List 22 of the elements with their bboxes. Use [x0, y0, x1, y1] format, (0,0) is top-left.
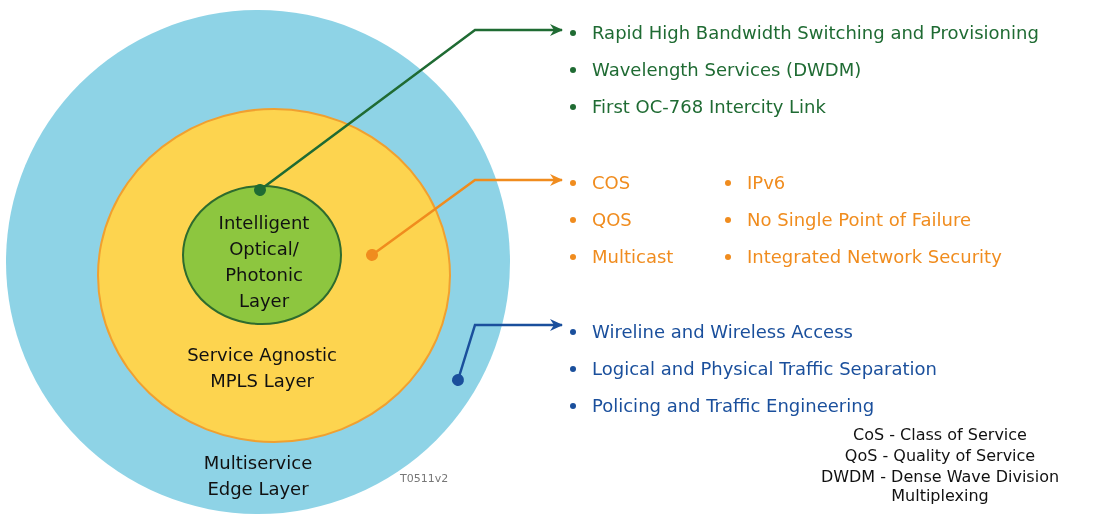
list-item: COS [592, 171, 631, 195]
leader-arrow [254, 24, 563, 196]
list-item: No Single Point of Failure [747, 208, 971, 232]
layer-label: Intelligent Optical/ Photonic Layer [217, 211, 311, 313]
leader-arrow [452, 319, 563, 386]
list-item: Logical and Physical Traffic Separation [592, 357, 937, 381]
list-item: Multicast [592, 245, 674, 269]
layer-label: Service Agnostic MPLS Layer [186, 343, 338, 393]
abbreviation-note: DWDM - Dense Wave Division Multiplexing [819, 467, 1061, 505]
figure-code: T0511v2 [400, 472, 450, 485]
abbreviation-note: CoS - Class of Service [852, 425, 1028, 444]
leader-arrow [366, 174, 563, 261]
list-item: Rapid High Bandwidth Switching and Provisioning [592, 21, 1039, 45]
list-item: Integrated Network Security [747, 245, 1002, 269]
list-item: Wavelength Services (DWDM) [592, 58, 862, 82]
list-item: First OC-768 Intercity Link [592, 95, 826, 119]
layer-label: Multiservice Edge Layer [202, 451, 314, 501]
list-item: Policing and Traffic Engineering [592, 394, 875, 418]
list-item: Wireline and Wireless Access [592, 320, 853, 344]
list-item: QOS [592, 208, 632, 232]
abbreviation-note: QoS - Quality of Service [843, 446, 1037, 465]
list-item: IPv6 [747, 171, 786, 195]
